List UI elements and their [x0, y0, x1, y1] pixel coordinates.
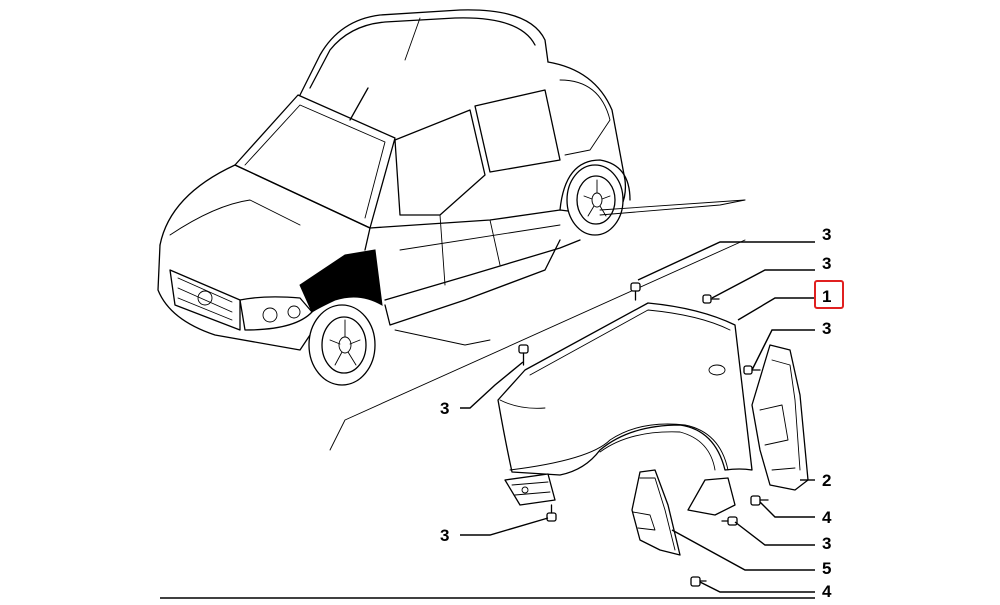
callout-label: 2	[822, 471, 831, 490]
car-side-window	[394, 109, 486, 216]
mounting-screw	[702, 294, 720, 304]
mounting-screw	[721, 516, 738, 526]
car-front-wheel	[308, 304, 376, 386]
car-rear-wheel	[566, 164, 624, 236]
car-illustration	[157, 9, 631, 386]
car-hood	[159, 164, 371, 251]
callout-label: 4	[822, 508, 832, 527]
leader-lines	[160, 241, 815, 599]
mounting-screws	[518, 282, 769, 587]
callout-label: 3	[440, 399, 449, 418]
callout-label: 3	[822, 225, 831, 244]
fender-bracket	[631, 469, 681, 556]
callout-label: 3	[822, 319, 831, 338]
car-fender-highlight	[299, 249, 383, 313]
mounting-bolt	[690, 576, 707, 587]
mounting-screw	[630, 282, 641, 301]
fender-rear-flap	[687, 477, 736, 516]
mounting-screw	[546, 504, 557, 522]
mounting-screw	[518, 344, 529, 366]
callout-label: 3	[822, 534, 831, 553]
car-headlight	[239, 296, 313, 331]
callout-label: 5	[822, 559, 831, 578]
car-roof	[299, 9, 549, 96]
callout-label: 3	[822, 254, 831, 273]
car-front-bumper	[157, 244, 311, 351]
front-fender	[497, 302, 753, 476]
callout-label: 4	[822, 582, 832, 600]
callout-label: 3	[440, 526, 449, 545]
fender-liner	[751, 344, 809, 491]
fender-lower-bracket	[504, 473, 556, 506]
mounting-bolt	[750, 495, 769, 506]
callout-1-highlight-box	[814, 280, 844, 309]
callout-label: 1	[822, 287, 831, 306]
perspective-guides	[329, 199, 746, 451]
car-windshield	[234, 94, 396, 229]
